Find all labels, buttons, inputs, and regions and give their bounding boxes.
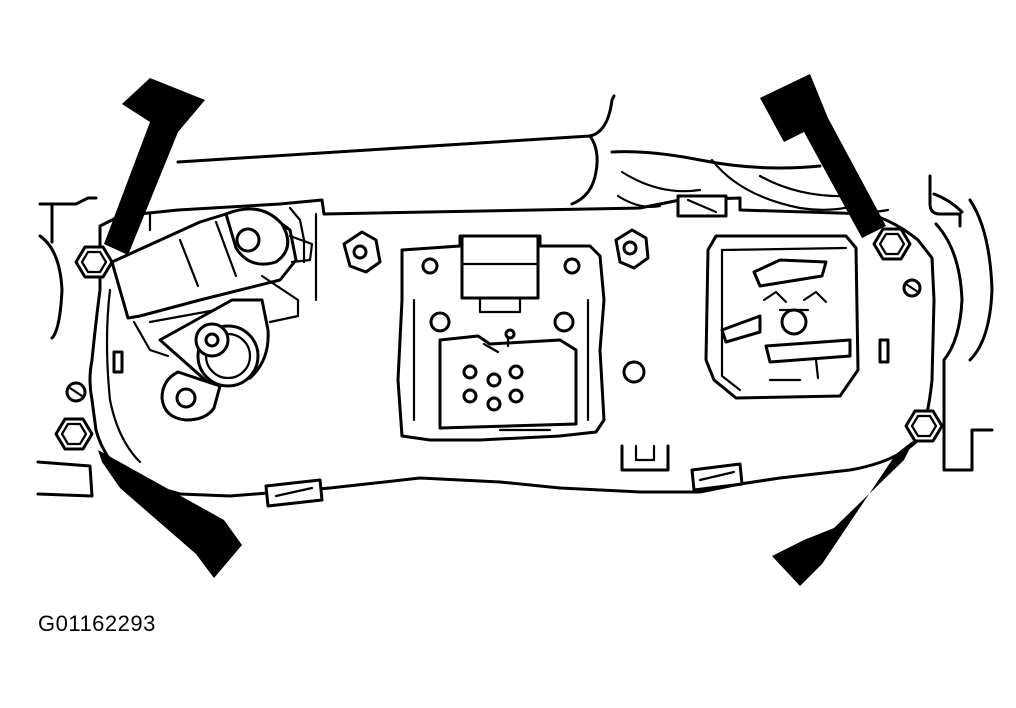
arrow-icon [104, 78, 205, 255]
retaining-clips [264, 194, 744, 508]
blend-door-actuator [110, 207, 314, 422]
mounting-bolt-bottom-left [54, 417, 94, 451]
arrow-icon [772, 440, 914, 586]
panel-housing [88, 196, 936, 498]
arrow-icon [98, 450, 242, 578]
right-side-bracket [934, 198, 994, 472]
mounting-bolt-top-left [74, 245, 114, 279]
arrow-icon [760, 74, 886, 238]
left-side-bracket [36, 196, 98, 498]
mounting-bolt-top-right [872, 227, 912, 261]
mounting-bolt-bottom-right [904, 409, 944, 443]
drive-gear-icon [194, 322, 260, 388]
connector-pins [462, 364, 524, 412]
housing-screw-icon [65, 381, 87, 403]
figure-id-label: G01162293 [38, 611, 156, 636]
mode-door-actuator [704, 234, 922, 400]
center-switch-connector [396, 234, 606, 442]
dash-shell-outline [176, 94, 964, 216]
